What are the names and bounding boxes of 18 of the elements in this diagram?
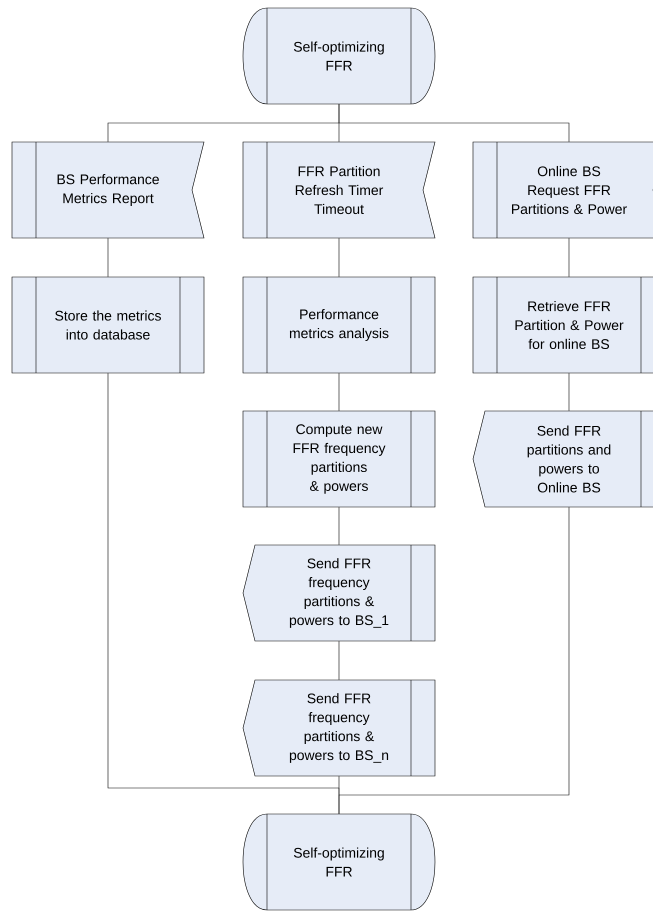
output-signal-box: Send FFR frequency partitions & powers to BS_1: [242, 544, 436, 642]
output-signal-box: Send FFR partitions and powers to Online BS: [472, 410, 653, 508]
connector-line: [568, 238, 570, 278]
connector-line: [338, 640, 340, 680]
output-signal-box: Send FFR frequency partitions & powers to BS_n: [242, 680, 436, 776]
input-signal-box: FFR Partition Refresh Timer Timeout: [242, 142, 436, 238]
input-signal-box: Online BS Request FFR Partitions & Power: [472, 142, 653, 238]
process-box: Performance metrics analysis: [242, 276, 436, 374]
connector-line: [338, 238, 340, 278]
connector-line: [338, 506, 570, 814]
input-signal-box: BS Performance Metrics Report: [12, 142, 204, 238]
process-box: Compute new FFR frequency partitions & powers: [242, 410, 436, 508]
process-box: Store the metrics into database: [12, 276, 204, 374]
connector-line: [568, 372, 570, 412]
connector-line: [338, 506, 340, 546]
process-box: Retrieve FFR Partition & Power for online BS: [472, 276, 653, 374]
connector-line: [338, 104, 570, 142]
connector-line: [338, 372, 340, 412]
